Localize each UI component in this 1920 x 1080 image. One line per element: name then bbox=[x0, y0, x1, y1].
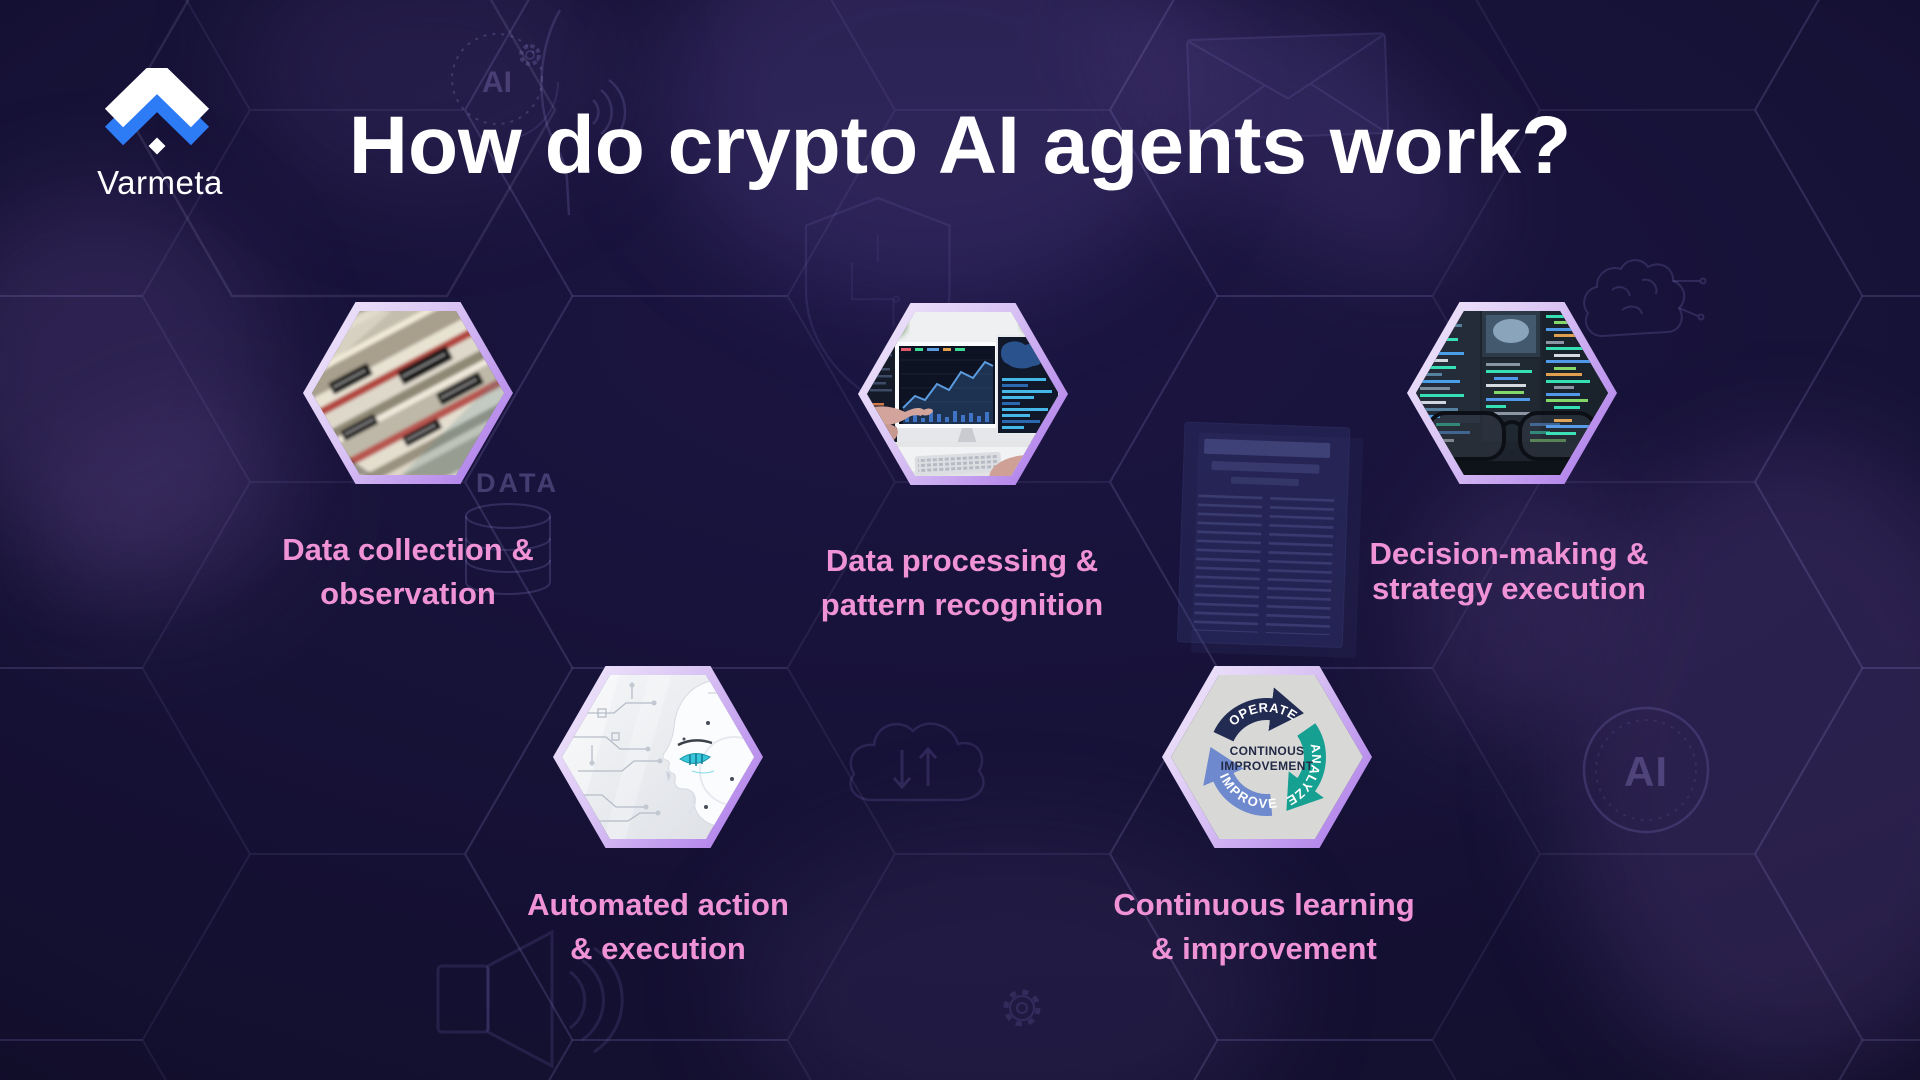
brain-circuit-icon bbox=[1583, 259, 1707, 338]
cycle-center-text: CONTINOUS bbox=[1230, 744, 1305, 758]
step-label-data-collection: Data collection & observation bbox=[173, 528, 643, 616]
step-label-line: Continuous learning bbox=[1113, 887, 1415, 922]
continuous-improvement-cycle-diagram: OPERATE ANALYZE IMPROVE CONTINOUS IMPROV… bbox=[1171, 675, 1363, 839]
cycle-center-text: IMPROVEMENT bbox=[1221, 759, 1314, 773]
step-label-line: & execution bbox=[570, 931, 746, 966]
archive-records-photo bbox=[312, 311, 504, 475]
step-label-automated-action: Automated action & execution bbox=[423, 883, 893, 971]
step-label-line: Automated action bbox=[527, 887, 789, 922]
step-hexagon-automated-action bbox=[553, 666, 763, 848]
step-hexagon-data-collection bbox=[303, 302, 513, 484]
step-label-continuous-learning: Continuous learning & improvement bbox=[1029, 883, 1499, 971]
data-watermark-text: DATA bbox=[476, 468, 559, 498]
step-label-line: Data collection & bbox=[282, 532, 534, 567]
step-label-decision-making: Decision-making & strategy execution bbox=[1274, 536, 1744, 606]
ai-robot-face-photo bbox=[562, 675, 754, 839]
step-hexagon-decision-making bbox=[1407, 302, 1617, 484]
step-label-line: observation bbox=[320, 576, 496, 611]
page-title: How do crypto AI agents work? bbox=[348, 100, 1572, 191]
cloud-sync-icon bbox=[849, 722, 985, 802]
step-label-line: & improvement bbox=[1151, 931, 1377, 966]
step-hexagon-data-processing bbox=[858, 303, 1068, 485]
code-screens-glasses-photo bbox=[1416, 311, 1608, 475]
step-hexagon-continuous-learning: OPERATE ANALYZE IMPROVE CONTINOUS IMPROV… bbox=[1162, 666, 1372, 848]
step-label-line: pattern recognition bbox=[820, 587, 1104, 622]
step-label-line: strategy execution bbox=[1372, 571, 1646, 606]
step-label-line: Data processing & bbox=[825, 543, 1099, 578]
step-label-data-processing: Data processing & pattern recognition bbox=[727, 539, 1197, 627]
trading-dashboards-photo bbox=[867, 312, 1059, 476]
step-label-line: Decision-making & bbox=[1369, 536, 1649, 571]
